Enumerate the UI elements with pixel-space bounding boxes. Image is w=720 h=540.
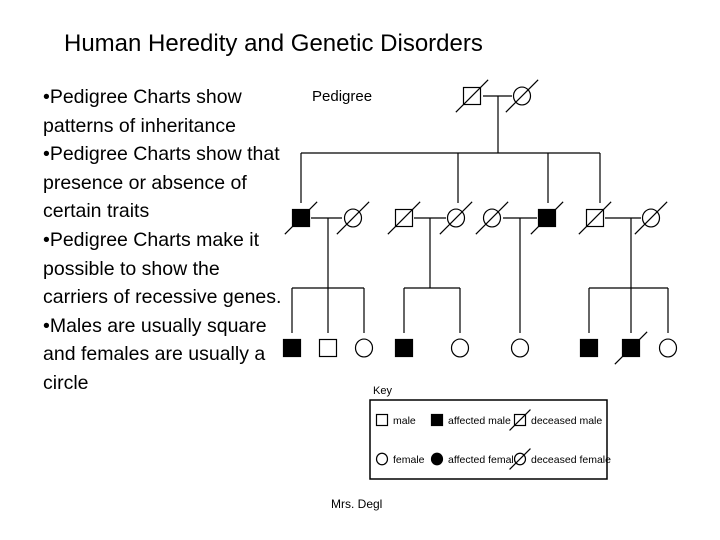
legend-affected-female-symbol xyxy=(430,452,444,466)
affected-male-symbol xyxy=(394,338,414,358)
affected-male-symbol xyxy=(282,338,302,358)
pedigree-title: Pedigree xyxy=(312,88,372,105)
affected-deceased-male-symbol xyxy=(530,201,564,235)
affected-deceased-male-symbol xyxy=(284,201,318,235)
female-symbol xyxy=(450,338,470,358)
pedigree-members xyxy=(282,79,678,365)
deceased-male-symbol xyxy=(578,201,612,235)
legend-deceased-male-symbol xyxy=(509,409,531,431)
footer-author: Mrs. Degl xyxy=(331,497,383,511)
slide-title: Human Heredity and Genetic Disorders xyxy=(64,30,483,57)
legend-female-symbol xyxy=(375,452,389,466)
legend-title: Key xyxy=(373,385,392,397)
legend-label: affected male xyxy=(448,415,511,427)
deceased-female-symbol xyxy=(505,79,539,113)
legend: Key male affected male deceased male female… xyxy=(369,385,611,480)
legend-deceased-female-symbol xyxy=(509,448,531,470)
female-symbol xyxy=(510,338,530,358)
female-symbol xyxy=(658,338,678,358)
pedigree-lines xyxy=(291,95,669,333)
legend-label: deceased male xyxy=(531,415,602,427)
deceased-female-symbol xyxy=(439,201,473,235)
legend-label: affected female xyxy=(448,454,520,466)
deceased-female-symbol xyxy=(634,201,668,235)
legend-label: deceased female xyxy=(531,454,611,466)
legend-male-symbol xyxy=(375,413,389,427)
deceased-female-symbol xyxy=(475,201,509,235)
bullet-list: •Pedigree Charts show patterns of inheri… xyxy=(43,83,283,398)
male-symbol xyxy=(318,338,338,358)
legend-label: male xyxy=(393,415,416,427)
affected-male-symbol xyxy=(579,338,599,358)
legend-affected-male-symbol xyxy=(430,413,444,427)
deceased-male-symbol xyxy=(387,201,421,235)
legend-frame xyxy=(369,399,608,480)
bullet-item: •Males are usually square and females ar… xyxy=(43,314,267,394)
bullet-item: •Pedigree Charts show that presence or a… xyxy=(43,143,280,223)
deceased-male-symbol xyxy=(455,79,489,113)
bullet-item: •Pedigree Charts make it possible to sho… xyxy=(43,228,282,309)
female-symbol xyxy=(354,338,374,358)
bullet-item: •Pedigree Charts show patterns of inheri… xyxy=(43,86,242,137)
affected-deceased-male-symbol xyxy=(614,331,648,365)
deceased-female-symbol xyxy=(336,201,370,235)
legend-label: female xyxy=(393,454,425,466)
